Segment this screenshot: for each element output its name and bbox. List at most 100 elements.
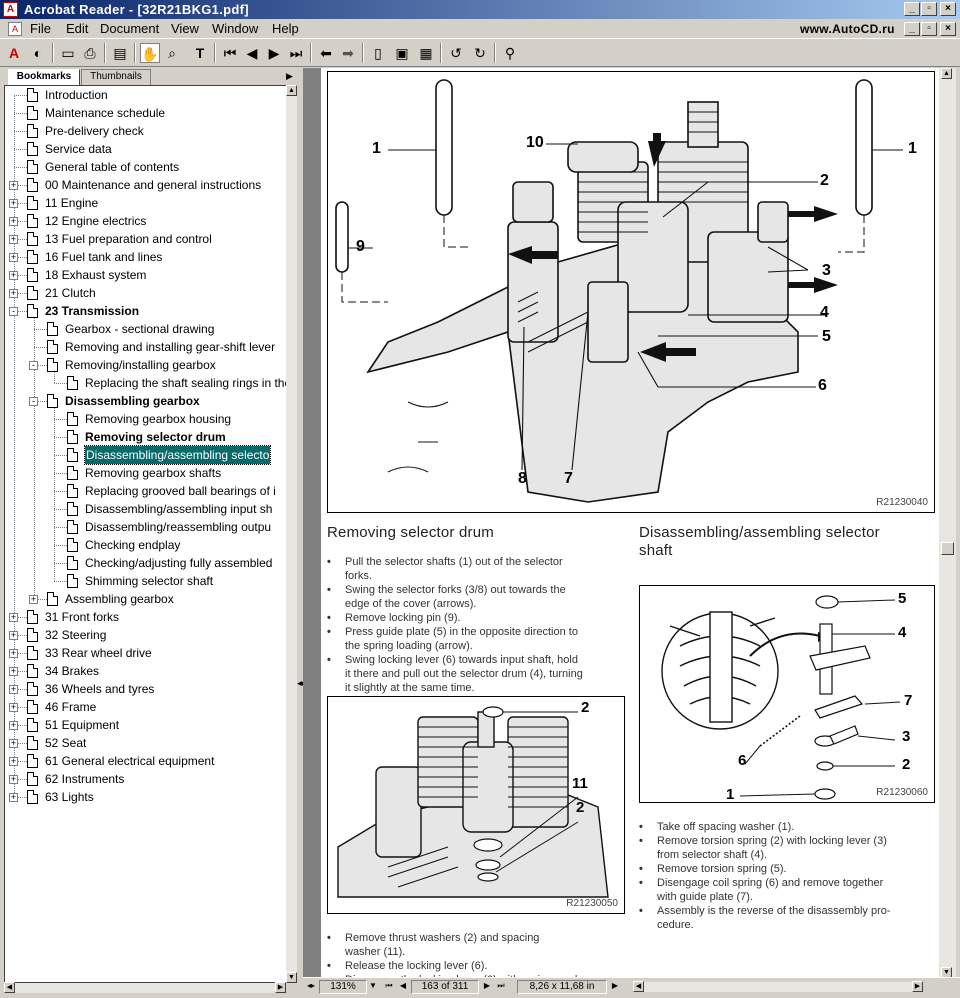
bookmark-item[interactable]: +00 Maintenance and general instructions bbox=[5, 176, 287, 194]
expand-icon[interactable]: + bbox=[9, 792, 18, 802]
bookmark-label[interactable]: Disassembling/assembling input sh bbox=[85, 502, 273, 516]
minimize-button[interactable]: _ bbox=[904, 2, 920, 16]
expand-icon[interactable]: + bbox=[9, 774, 18, 784]
menu-edit[interactable]: Edit bbox=[66, 21, 89, 36]
expand-icon[interactable]: + bbox=[9, 612, 18, 622]
document-icon[interactable]: A bbox=[8, 22, 22, 36]
next-page-icon[interactable]: ▶ bbox=[268, 45, 280, 61]
bookmark-label[interactable]: Gearbox - sectional drawing bbox=[65, 322, 215, 336]
bookmark-item[interactable]: +16 Fuel tank and lines bbox=[5, 248, 287, 266]
bookmark-item[interactable]: Checking/adjusting fully assembled bbox=[5, 554, 287, 572]
doc-restore-button[interactable]: ▫ bbox=[921, 22, 937, 36]
bookmark-item[interactable]: Pre-delivery check bbox=[5, 122, 287, 140]
bookmark-item[interactable]: +33 Rear wheel drive bbox=[5, 644, 287, 662]
bookmark-label[interactable]: 32 Steering bbox=[45, 628, 107, 642]
bookmark-label[interactable]: Removing and installing gear-shift lever bbox=[65, 340, 276, 354]
bookmark-item[interactable]: +51 Equipment bbox=[5, 716, 287, 734]
pane-splitter[interactable]: ◂▸ bbox=[297, 68, 306, 993]
web-capture-icon[interactable]: ◐ bbox=[33, 45, 43, 61]
scroll-up-arrow[interactable]: ▲ bbox=[941, 68, 952, 79]
collapse-icon[interactable]: - bbox=[9, 307, 18, 316]
restore-button[interactable]: ▫ bbox=[921, 2, 937, 16]
bookmark-item[interactable]: +18 Exhaust system bbox=[5, 266, 287, 284]
show-navigation-pane-icon[interactable]: ▤ bbox=[113, 45, 127, 61]
bookmark-label[interactable]: 18 Exhaust system bbox=[45, 268, 147, 282]
bookmark-scrollbar[interactable]: ▲ ▼ bbox=[286, 85, 297, 983]
bookmark-label[interactable]: Disassembling/assembling selecto bbox=[83, 445, 272, 465]
acrobat-logo-icon[interactable]: A bbox=[8, 45, 20, 61]
expand-icon[interactable]: + bbox=[9, 252, 18, 262]
doc-close-button[interactable]: × bbox=[940, 22, 956, 36]
zoom-tool-icon[interactable]: ⌕ bbox=[168, 45, 176, 61]
menu-document[interactable]: Document bbox=[100, 21, 160, 36]
collapse-icon[interactable]: - bbox=[29, 361, 38, 370]
bookmark-label[interactable]: 36 Wheels and tyres bbox=[45, 682, 155, 696]
bookmark-hscrollbar[interactable]: ◀ ▶ bbox=[4, 982, 286, 993]
bookmark-label[interactable]: 12 Engine electrics bbox=[45, 214, 147, 228]
bookmark-item[interactable]: Disassembling/assembling selecto bbox=[5, 445, 287, 465]
horizontal-scrollbar[interactable]: ◀ ▶ bbox=[633, 981, 923, 992]
expand-icon[interactable]: + bbox=[9, 756, 18, 766]
open-folder-icon[interactable]: ▭ bbox=[61, 45, 75, 61]
bookmark-item[interactable]: Removing gearbox shafts bbox=[5, 464, 287, 482]
page-size-arrow[interactable]: ▶ bbox=[611, 981, 619, 990]
bookmark-item[interactable]: +32 Steering bbox=[5, 626, 287, 644]
bookmark-label[interactable]: 63 Lights bbox=[45, 790, 94, 804]
bookmark-label[interactable]: Service data bbox=[45, 142, 112, 156]
previous-page-icon[interactable]: ◀ bbox=[399, 981, 407, 990]
bookmark-item[interactable]: +31 Front forks bbox=[5, 608, 287, 626]
rotate-right-icon[interactable]: ↻ bbox=[474, 45, 486, 61]
document-scrollbar[interactable]: ▲ ▼ bbox=[939, 68, 956, 978]
bookmark-label[interactable]: 21 Clutch bbox=[45, 286, 96, 300]
first-page-icon[interactable]: ⏮ bbox=[223, 45, 237, 61]
bookmark-item[interactable]: +Assembling gearbox bbox=[5, 590, 287, 608]
bookmark-label[interactable]: 52 Seat bbox=[45, 736, 87, 750]
print-icon[interactable]: ⎙ bbox=[84, 45, 96, 61]
bookmark-label[interactable]: Introduction bbox=[45, 88, 108, 102]
zoom-dropdown-arrow[interactable]: ▼ bbox=[369, 981, 377, 990]
tab-thumbnails[interactable]: Thumbnails bbox=[81, 69, 151, 85]
first-page-icon[interactable]: ⏮ bbox=[385, 981, 393, 990]
scroll-thumb[interactable] bbox=[941, 542, 954, 555]
scroll-up-arrow[interactable]: ▲ bbox=[286, 85, 297, 96]
bookmark-item[interactable]: -23 Transmission bbox=[5, 302, 287, 320]
bookmark-label[interactable]: 00 Maintenance and general instructions bbox=[45, 178, 262, 192]
text-select-tool-icon[interactable]: T bbox=[195, 45, 205, 61]
expand-icon[interactable]: + bbox=[9, 648, 18, 658]
bookmark-label[interactable]: Removing selector drum bbox=[85, 430, 226, 444]
bookmark-label[interactable]: Checking endplay bbox=[85, 538, 181, 552]
expand-icon[interactable]: + bbox=[9, 270, 18, 280]
bookmark-item[interactable]: +12 Engine electrics bbox=[5, 212, 287, 230]
bookmark-label[interactable]: 11 Engine bbox=[45, 196, 99, 210]
fit-width-icon[interactable]: ▦ bbox=[419, 45, 433, 61]
hand-tool-icon[interactable]: ✋ bbox=[140, 43, 160, 63]
bookmark-item[interactable]: +36 Wheels and tyres bbox=[5, 680, 287, 698]
expand-icon[interactable]: + bbox=[9, 288, 18, 298]
bookmark-label[interactable]: Replacing grooved ball bearings of i bbox=[85, 484, 276, 498]
bookmark-label[interactable]: Maintenance schedule bbox=[45, 106, 166, 120]
bookmark-label[interactable]: Replacing the shaft sealing rings in the bbox=[85, 376, 289, 390]
bookmark-item[interactable]: Maintenance schedule bbox=[5, 104, 287, 122]
expand-icon[interactable]: + bbox=[9, 720, 18, 730]
bookmark-item[interactable]: - Removing/installing gearbox bbox=[5, 356, 287, 374]
bookmark-label[interactable]: 62 Instruments bbox=[45, 772, 125, 786]
bookmark-item[interactable]: Disassembling/assembling input sh bbox=[5, 500, 287, 518]
last-page-icon[interactable]: ⏭ bbox=[289, 45, 303, 61]
expand-icon[interactable]: + bbox=[9, 180, 18, 190]
previous-page-icon[interactable]: ◀ bbox=[246, 45, 258, 61]
nav-pane-menu-arrow[interactable]: ▶ bbox=[286, 71, 293, 81]
bookmark-item[interactable]: +34 Brakes bbox=[5, 662, 287, 680]
expand-icon[interactable]: + bbox=[9, 234, 18, 244]
bookmark-item[interactable]: Checking endplay bbox=[5, 536, 287, 554]
bookmark-item[interactable]: Replacing the shaft sealing rings in the bbox=[5, 374, 289, 392]
expand-icon[interactable]: + bbox=[29, 594, 38, 604]
bookmark-item[interactable]: +62 Instruments bbox=[5, 770, 287, 788]
bookmark-item[interactable]: Gearbox - sectional drawing bbox=[5, 320, 287, 338]
close-button[interactable]: × bbox=[940, 2, 956, 16]
bookmark-item[interactable]: Replacing grooved ball bearings of i bbox=[5, 482, 287, 500]
menu-help[interactable]: Help bbox=[272, 21, 299, 36]
expand-icon[interactable]: + bbox=[9, 666, 18, 676]
bookmark-item[interactable]: +46 Frame bbox=[5, 698, 287, 716]
bookmark-label[interactable]: 61 General electrical equipment bbox=[45, 754, 215, 768]
bookmark-label[interactable]: Removing/installing gearbox bbox=[65, 358, 216, 372]
